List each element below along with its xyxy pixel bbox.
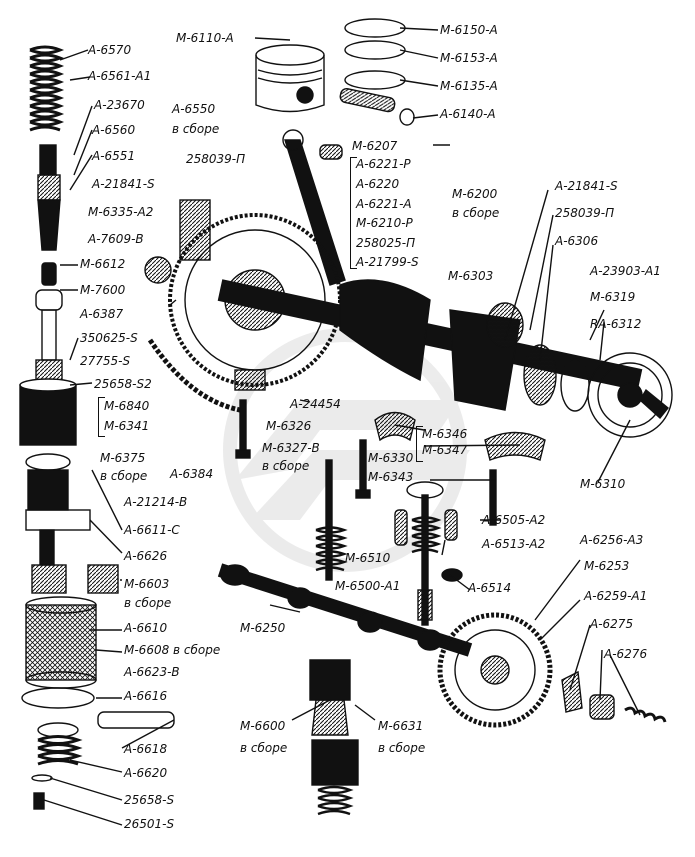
label-m6110a: M-6110-A <box>176 31 234 45</box>
label-a6616: A-6616 <box>124 689 168 703</box>
bracket-m6346 <box>416 426 423 462</box>
label-m6341: M-6341 <box>104 419 150 433</box>
label-m6135a: M-6135-A <box>440 79 498 93</box>
label-a6610: A-6610 <box>124 621 168 635</box>
crankshaft-m6303 <box>217 279 643 412</box>
label-a7609b: A-7609-B <box>88 232 144 246</box>
label-m6327b: M-6327-B <box>262 441 320 455</box>
label-a6259a1: A-6259-A1 <box>584 589 648 603</box>
label-a21841s-right: A-21841-S <box>555 179 618 193</box>
label-a6513a2: A-6513-A2 <box>482 537 546 551</box>
label-m6150a: M-6150-A <box>440 23 498 37</box>
label-a24454: A-24454 <box>290 397 341 411</box>
label-a23903a1: A-23903-A1 <box>590 264 661 278</box>
label-a6306: A-6306 <box>555 234 599 248</box>
label-m6200-sub: в сборе <box>452 206 500 220</box>
label-26501s: 26501-S <box>124 817 175 831</box>
valve-spring-m6500 <box>406 481 444 626</box>
label-a6618: A-6618 <box>124 742 168 756</box>
label-a6276: A-6276 <box>604 647 648 661</box>
distributor-gear-top <box>39 144 57 176</box>
label-m6335a2: M-6335-A2 <box>88 205 154 219</box>
label-m6631-sub: в сборе <box>378 741 426 755</box>
label-a6570: A-6570 <box>88 43 132 57</box>
label-a21214b: A-21214-B <box>124 495 188 509</box>
label-m6612: M-6612 <box>80 257 126 271</box>
label-a6623b: A-6623-B <box>124 665 180 679</box>
label-m6253: M-6253 <box>584 559 630 573</box>
label-27755s: 27755-S <box>80 354 131 368</box>
label-a6620: A-6620 <box>124 766 168 780</box>
label-m6600-sub: в сборе <box>240 741 288 755</box>
label-a21841s-left: A-21841-S <box>92 177 155 191</box>
label-a6561a1: A-6561-A1 <box>88 69 152 83</box>
label-a6384: A-6384 <box>170 467 214 481</box>
label-m6327b-sub: в сборе <box>262 459 310 473</box>
label-a23670: A-23670 <box>94 98 145 112</box>
label-m6250: M-6250 <box>240 621 286 635</box>
piston-m6110a <box>255 44 325 113</box>
label-m6510: M-6510 <box>345 551 391 565</box>
label-258025p: 258025-П <box>356 236 416 250</box>
label-m7600: M-7600 <box>80 283 126 297</box>
label-m6375-sub: в сборе <box>100 469 148 483</box>
label-a6221p: A-6221-P <box>356 157 411 171</box>
label-a6551: A-6551 <box>92 149 136 163</box>
label-a6611c: A-6611-C <box>124 523 180 537</box>
label-a6221a: A-6221-A <box>356 197 412 211</box>
pulley-m6310 <box>587 352 673 438</box>
label-a6220: A-6220 <box>356 177 400 191</box>
label-m6326: M-6326 <box>266 419 312 433</box>
label-a6560: A-6560 <box>92 123 136 137</box>
label-m6840: M-6840 <box>104 399 150 413</box>
label-a6140a: A-6140-A <box>440 107 496 121</box>
label-m6608: M-6608 в сборе <box>124 643 221 657</box>
label-a6275: A-6275 <box>590 617 634 631</box>
label-ra6312: RA-6312 <box>590 317 642 331</box>
pump-assembly-m6600 <box>309 659 359 816</box>
label-258039p-right: 258039-П <box>555 206 615 220</box>
label-a6626: A-6626 <box>124 549 168 563</box>
bottom-spring-a6620 <box>37 735 83 766</box>
label-m6343: M-6343 <box>368 470 414 484</box>
bracket-m6200 <box>350 157 357 269</box>
label-m6207: M-6207 <box>352 139 398 153</box>
label-a6550-sub: в сборе <box>172 122 220 136</box>
cam-gear-a6256 <box>437 612 553 728</box>
label-m6200: M-6200 <box>452 187 498 201</box>
label-m6310: M-6310 <box>580 477 626 491</box>
label-a6387: A-6387 <box>80 307 124 321</box>
label-25658s: 25658-S <box>124 793 175 807</box>
label-a21799s: A-21799-S <box>356 255 419 269</box>
label-a6505a2: A-6505-A2 <box>482 513 546 527</box>
label-a6550: A-6550 <box>172 102 216 116</box>
label-m6600: M-6600 <box>240 719 286 733</box>
label-m6210p: M-6210-P <box>356 216 413 230</box>
label-m6319: M-6319 <box>590 290 636 304</box>
left-spring-a6570 <box>29 45 65 132</box>
label-m6500a1: M-6500-A1 <box>335 579 401 593</box>
label-m6303: M-6303 <box>448 269 494 283</box>
label-m6631: M-6631 <box>378 719 424 733</box>
label-m6603-sub: в сборе <box>124 596 172 610</box>
label-258039p-top: 258039-П <box>186 152 246 166</box>
label-350625s: 350625-S <box>80 331 138 345</box>
label-a6256a3: A-6256-A3 <box>580 533 644 547</box>
label-m6346: M-6346 <box>422 427 468 441</box>
bracket-m6840 <box>98 397 105 437</box>
label-m6375: M-6375 <box>100 451 146 465</box>
label-25658s2: 25658-S2 <box>94 377 152 391</box>
label-a6514: A-6514 <box>468 581 512 595</box>
label-m6603: M-6603 <box>124 577 170 591</box>
camshaft-m6250 <box>217 563 473 657</box>
label-m6153a: M-6153-A <box>440 51 498 65</box>
label-m6347: M-6347 <box>422 443 468 457</box>
label-m6330: M-6330 <box>368 451 414 465</box>
